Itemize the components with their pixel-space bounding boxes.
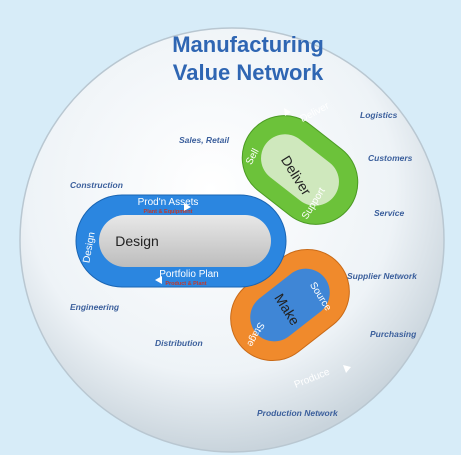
label-production-network: Production Network <box>257 408 339 418</box>
design-top-band-label: Prod'n Assets <box>138 197 199 208</box>
flow-arrows <box>155 108 351 373</box>
label-construction: Construction <box>70 180 123 190</box>
label-engineering: Engineering <box>70 302 120 312</box>
design-loop <box>75 194 287 288</box>
arrow-icon <box>155 276 162 284</box>
arrow-icon <box>343 365 351 373</box>
design-left-band-label: Design <box>81 231 97 264</box>
arrow-icon <box>284 108 291 116</box>
design-core-label: Design <box>115 233 159 249</box>
design-bottom-band-label: Portfolio Plan <box>159 269 218 280</box>
label-service: Service <box>374 208 405 218</box>
title-line-2: Value Network <box>173 60 324 85</box>
design-bottom-sub-label: Product & Plant <box>165 281 206 287</box>
arrow-icon <box>184 203 191 211</box>
deliver-loop <box>241 115 359 225</box>
make-core <box>250 268 330 342</box>
label-customers: Customers <box>368 153 413 163</box>
label-supplier-network: Supplier Network <box>347 271 418 281</box>
label-purchasing: Purchasing <box>370 329 417 339</box>
design-top-sub-label: Plant & Equipment <box>144 209 193 215</box>
label-distribution: Distribution <box>155 338 203 348</box>
design-core <box>99 215 271 267</box>
deliver-core <box>261 134 339 206</box>
label-logistics: Logistics <box>360 110 398 120</box>
title-line-1: Manufacturing <box>172 32 324 57</box>
label-sales-retail: Sales, Retail <box>179 135 230 145</box>
